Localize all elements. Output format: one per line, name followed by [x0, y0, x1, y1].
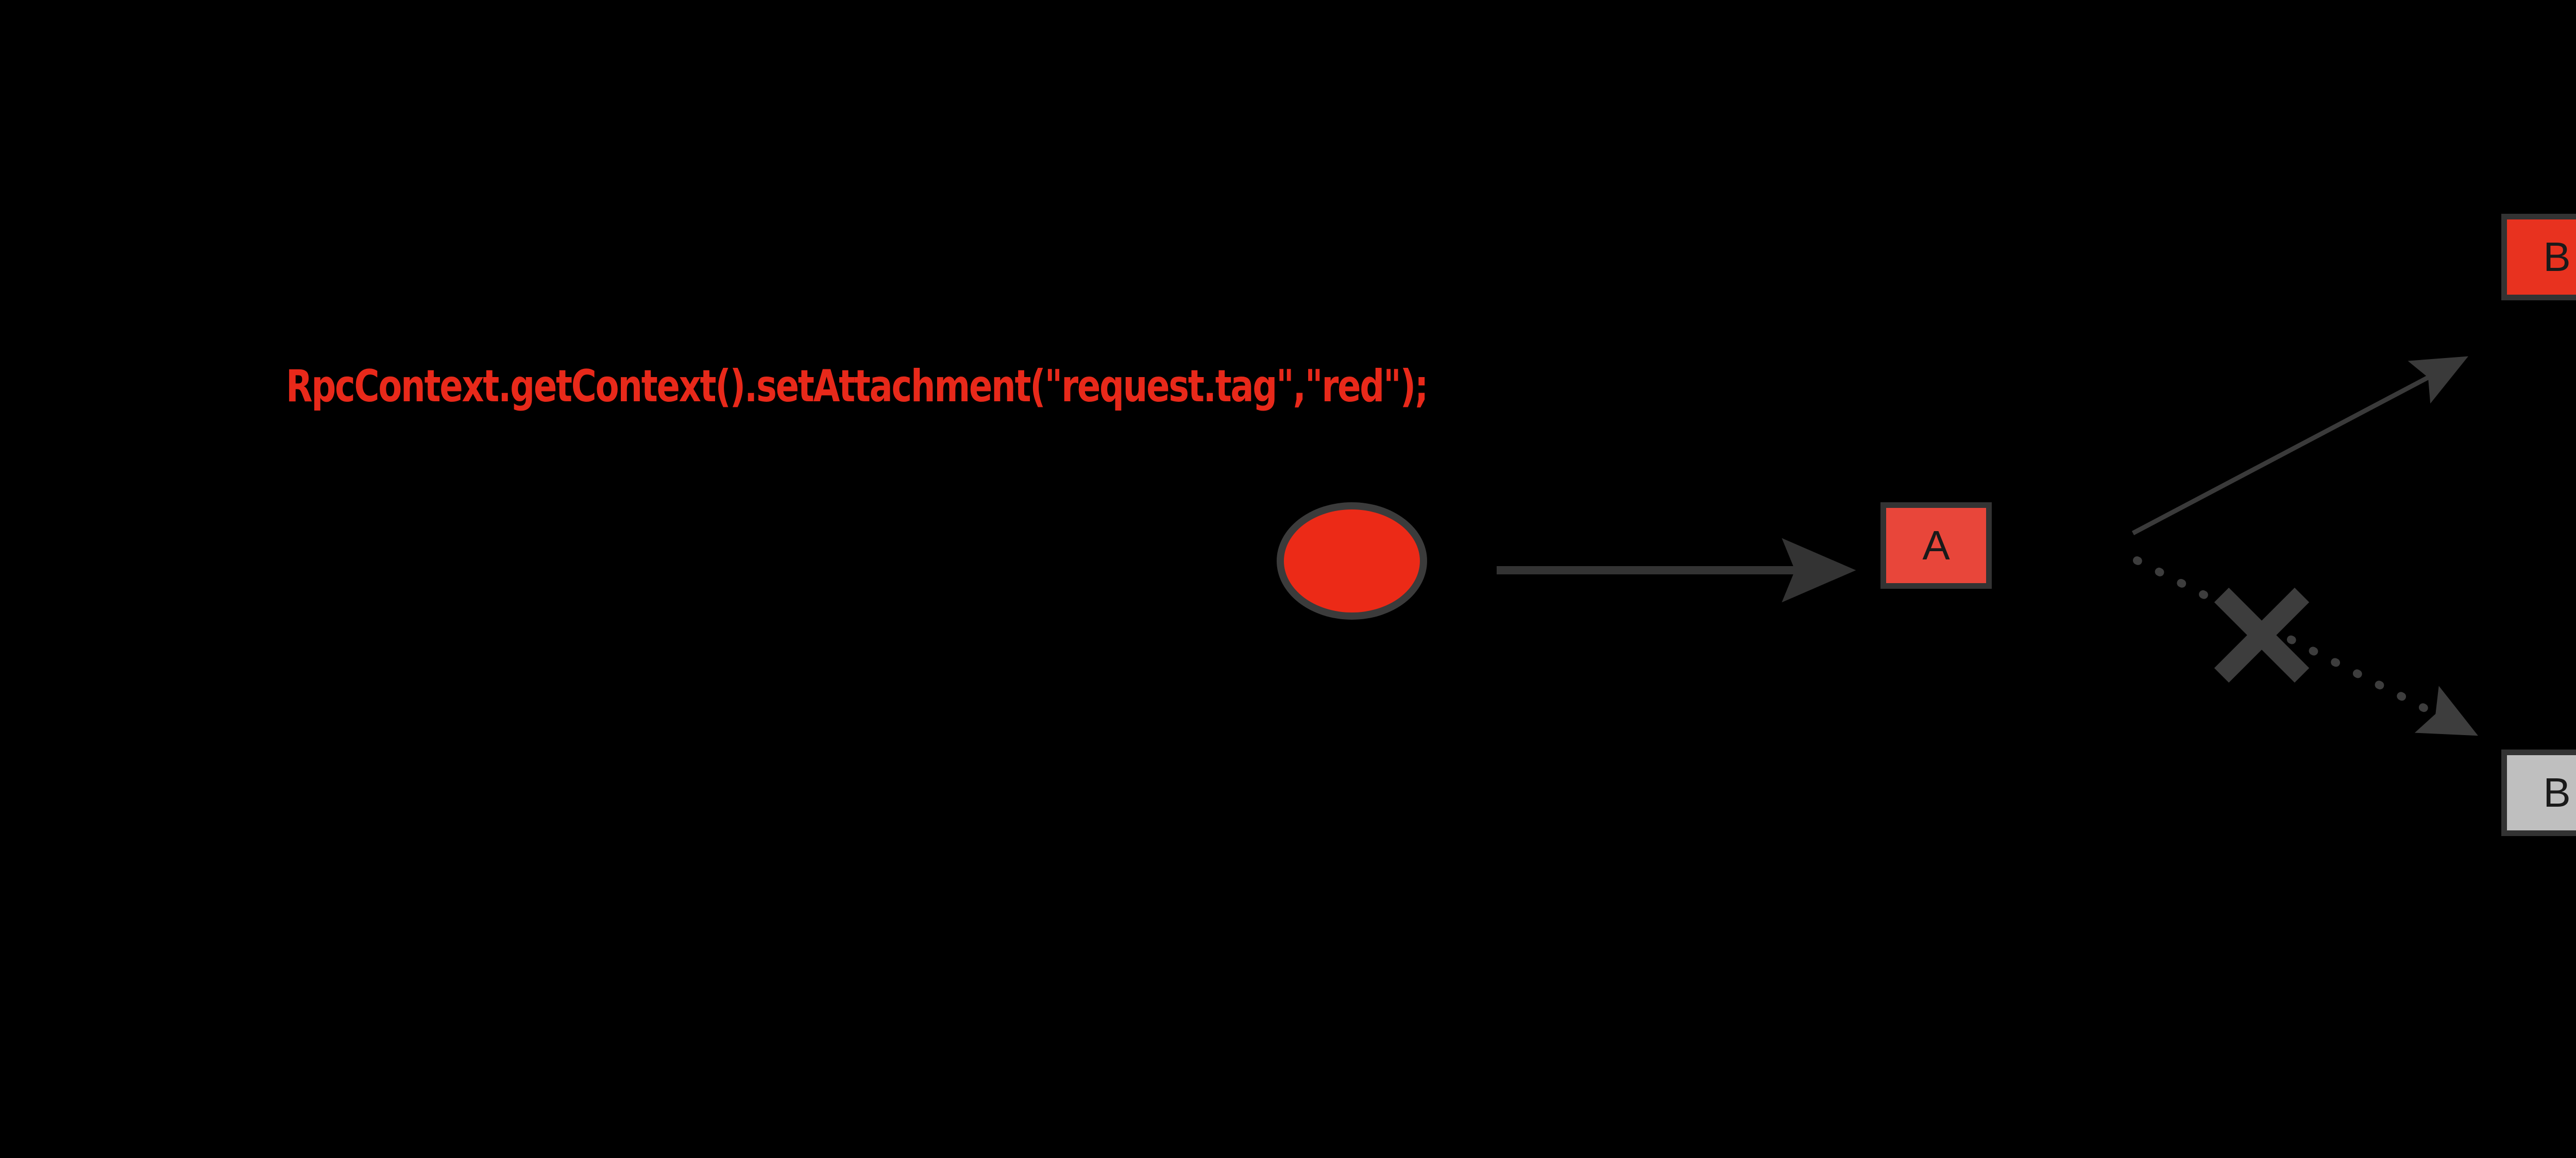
- node-b-top[interactable]: B: [2501, 214, 2576, 300]
- code-annotation-label: RpcContext.getContext().setAttachment("r…: [286, 361, 1429, 412]
- cross-mark-icon-a-b-bottom: [2214, 587, 2310, 683]
- node-start-circle[interactable]: [1277, 502, 1427, 620]
- node-a[interactable]: A: [1880, 502, 1992, 589]
- edge-a-to-b-top: [2131, 356, 2468, 535]
- node-b-bottom[interactable]: B: [2501, 750, 2576, 836]
- edge-a-to-b-bottom-blocked: [2133, 556, 2478, 736]
